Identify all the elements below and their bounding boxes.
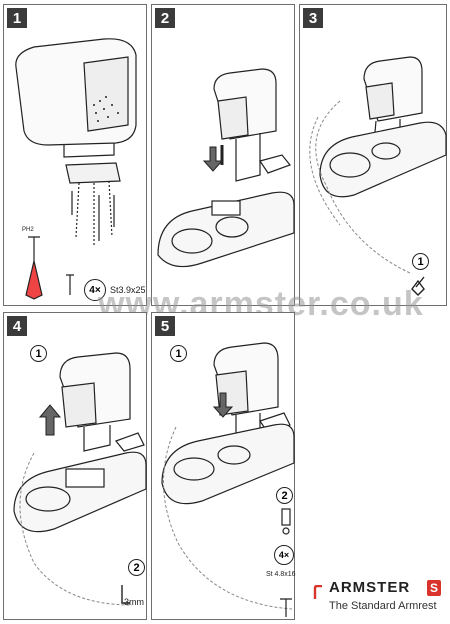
brand-badge: S [427, 580, 441, 596]
brand-tagline: The Standard Armrest [329, 600, 437, 612]
screw-spec: St 4.8x16 [266, 571, 296, 578]
step-number: 2 [155, 8, 175, 28]
screw-count: 4× [89, 284, 101, 296]
armster-logo: ARMSTER S The Standard Armrest [313, 578, 445, 618]
sub-step-badge: 1 [30, 345, 47, 362]
brand-name: ARMSTER [329, 579, 411, 596]
step-number: 5 [155, 316, 175, 336]
sub-step-badge: 1 [412, 253, 429, 270]
step-4-panel: 4 1 2 3mm [3, 312, 147, 620]
step-5-panel: 5 1 2 4× St 4.8x16 [151, 312, 296, 620]
armrest-assembly-drawing [15, 38, 137, 300]
console-mount-drawing [157, 68, 295, 268]
step-number: 4 [7, 316, 27, 336]
screw-count: 4× [278, 550, 290, 560]
sub-step-badge: 2 [128, 559, 145, 576]
console-fixing-drawing [161, 342, 295, 617]
sub-step-badge: 2 [276, 487, 293, 504]
armster-mark-icon [313, 585, 322, 599]
console-install-drawing [309, 56, 447, 296]
step-number: 1 [7, 8, 27, 28]
screw-count-badge: 4× [274, 545, 294, 565]
sub-step-badge: 1 [170, 345, 187, 362]
step-1-panel: 1 PH2 4× St3.9x25 [3, 4, 147, 306]
step-number: 3 [303, 8, 323, 28]
drill-size: 3mm [124, 597, 144, 607]
screw-spec: St3.9x25 [110, 285, 146, 295]
screw-count-badge: 4× [84, 279, 106, 301]
screwdriver-label: PH2 [22, 227, 34, 233]
step-3-panel: 3 1 [299, 4, 447, 306]
armrest-removal-drawing [13, 352, 147, 606]
step-2-panel: 2 [151, 4, 295, 306]
